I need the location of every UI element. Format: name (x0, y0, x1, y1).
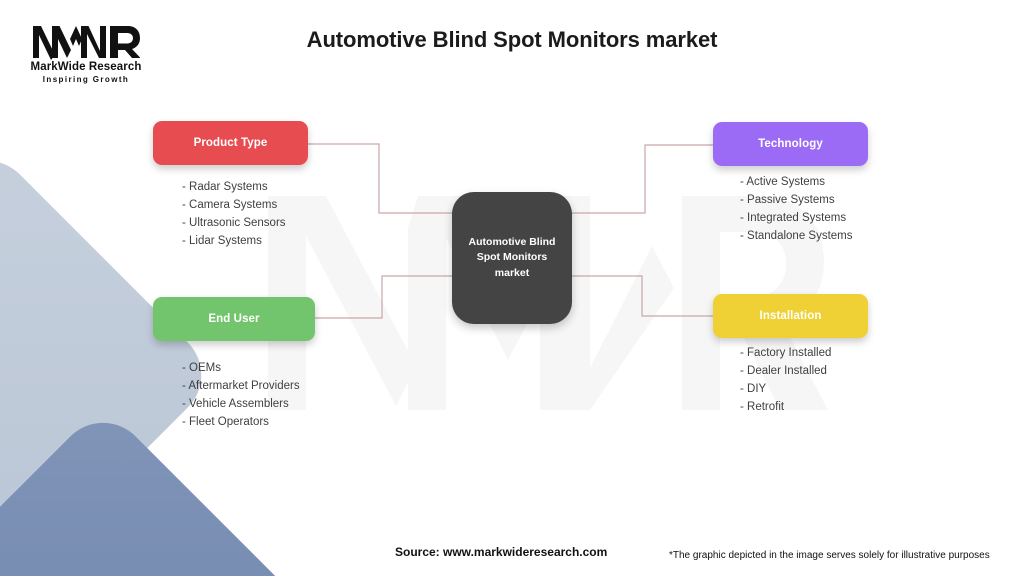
brand-logo: MarkWide Research Inspiring Growth (22, 24, 150, 86)
list-item: - DIY (740, 383, 767, 396)
list-item: - Vehicle Assemblers (182, 398, 289, 411)
list-item: - Passive Systems (740, 194, 835, 207)
list-item: - Dealer Installed (740, 365, 827, 378)
list-item: - Standalone Systems (740, 230, 853, 243)
list-item: - Fleet Operators (182, 416, 269, 429)
connector-end-user (314, 275, 455, 319)
branch-items-product-type: - Radar Systems - Camera Systems - Ultra… (182, 178, 286, 251)
list-item: - Retrofit (740, 401, 785, 414)
list-item: - Radar Systems (182, 181, 268, 193)
center-node-label: Automotive Blind Spot Monitors market (468, 236, 556, 279)
mwr-monogram-icon (33, 26, 140, 60)
branch-pill-product-type[interactable]: Product Type (153, 121, 308, 165)
list-item: - Aftermarket Providers (182, 380, 300, 393)
list-item: - Integrated Systems (740, 212, 847, 225)
list-item: - Active Systems (740, 176, 825, 188)
branch-items-end-user: - OEMs - Aftermarket Providers - Vehicle… (182, 359, 300, 432)
disclaimer-label: *The graphic depicted in the image serve… (669, 550, 990, 561)
branch-pill-end-user[interactable]: End User (153, 297, 315, 341)
branch-label-product-type: Product Type (193, 137, 268, 149)
list-item: - Factory Installed (740, 347, 832, 359)
list-item: - Ultrasonic Sensors (182, 217, 286, 230)
brand-name: MarkWide Research (30, 61, 142, 73)
branch-label-end-user: End User (208, 313, 260, 325)
center-node: Automotive Blind Spot Monitors market (452, 192, 572, 324)
branch-items-installation: - Factory Installed - Dealer Installed -… (740, 344, 831, 417)
list-item: - Camera Systems (182, 199, 278, 212)
list-item: - OEMs (182, 362, 221, 374)
branch-label-technology: Technology (758, 138, 823, 150)
branch-pill-technology[interactable]: Technology (713, 122, 868, 166)
connector-technology (570, 144, 714, 214)
connector-product-type (308, 143, 455, 214)
list-item: - Lidar Systems (182, 235, 262, 248)
source-label: Source: www.markwideresearch.com (395, 545, 608, 559)
connector-installation (570, 275, 713, 317)
brand-tagline: Inspiring Growth (42, 75, 130, 84)
page-title: Automotive Blind Spot Monitors market (306, 27, 718, 52)
branch-pill-installation[interactable]: Installation (713, 294, 868, 338)
branch-items-technology: - Active Systems - Passive Systems - Int… (740, 173, 853, 246)
branch-label-installation: Installation (759, 310, 822, 322)
